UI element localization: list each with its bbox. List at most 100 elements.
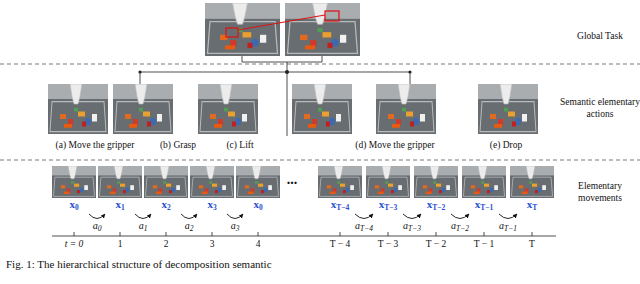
state-frame: x0 [236,166,280,214]
time-label: 3 [210,239,215,250]
time-label: T − 3 [378,239,399,250]
time-label: 1 [118,239,123,250]
timeline [52,232,556,236]
scene-image [48,84,108,134]
scene-image [190,166,234,198]
row-name: Global Task [560,30,640,42]
time-label: 4 [256,239,261,250]
scene-image [462,166,506,198]
action-symbol: aT−2 [451,220,469,234]
scene-image [414,166,458,198]
subscript: 0 [75,203,79,212]
scene-image [236,166,280,198]
scene-image [98,166,142,198]
symbol: a [185,220,190,231]
scene-image [52,166,96,198]
state-label: x0 [52,198,96,214]
state-frame: x0 [52,166,96,214]
scene-image [292,84,352,134]
scene-image [52,166,96,198]
subscript: T−1 [504,224,517,233]
subscript: 2 [190,224,194,233]
scene-image [462,166,506,198]
action-symbol: a1 [139,220,148,234]
action-arrow [227,214,243,219]
scene-image [144,166,188,198]
row-name: Elementary movements [560,180,640,204]
state-frame: xT−2 [414,166,458,214]
time-label: 2 [164,239,169,250]
subscript: T−3 [408,224,421,233]
symbol: a [93,220,98,231]
action-label: ... [287,174,298,185]
time-label: T − 1 [474,239,495,250]
action-arrow [403,214,421,219]
separator [0,160,640,161]
time-label: t = 0 [65,239,84,250]
state-label: xT [510,198,554,214]
symbol: x [115,198,121,210]
state-frame: xT−3 [366,166,410,214]
scene-image [510,166,554,198]
figure-caption: Fig. 1: The hierarchical structure of de… [6,258,272,271]
scene-image [98,166,142,198]
junction-dot [285,70,289,74]
action-arrow [499,214,517,219]
action-label: (c) Lift [226,140,253,151]
state-frame: x1 [98,166,142,214]
subscript: T−4 [336,203,349,212]
subscript: T−2 [432,203,445,212]
action-symbol: aT−3 [403,220,421,234]
state-label: x2 [144,198,188,214]
highlight-box [325,11,339,21]
subscript: 0 [259,203,263,212]
action-label: (b) Grasp [160,140,196,151]
scene-image [376,84,436,134]
symbol: a [231,220,236,231]
symbol: x [207,198,213,210]
symbol: a [403,220,408,231]
time-label: T [529,239,535,250]
action-arrow [451,214,469,219]
scene-image [285,3,360,56]
subscript: T−3 [384,203,397,212]
subscript: T−1 [480,203,493,212]
state-frame: xT−4 [318,166,362,214]
highlight-line [238,15,325,30]
subscript: 3 [213,203,217,212]
action-arrow [355,214,373,219]
scene-image [144,166,188,198]
action-label: (e) Drop [490,140,522,151]
subscript: T [532,203,537,212]
subscript: 1 [121,203,125,212]
time-label: T − 4 [330,239,351,250]
action-symbol: a3 [231,220,240,234]
subscript: 0 [98,224,102,233]
scene-image [478,84,538,134]
scene-image [318,166,362,198]
state-frame: xT−1 [462,166,506,214]
subscript: 3 [236,224,240,233]
bracket [140,56,410,136]
action-arrow [181,214,197,219]
action-symbol: aT−1 [499,220,517,234]
action-arrow [135,214,151,219]
symbol: x [253,198,259,210]
scene-image [414,166,458,198]
action-symbol: aT−4 [355,220,373,234]
state-frame: x3 [190,166,234,214]
action-symbol: a0 [93,220,102,234]
symbol: x [427,198,433,210]
junction-dot [138,70,141,73]
state-label: xT−1 [462,198,506,214]
state-frame: x2 [144,166,188,214]
scene-image [236,166,280,198]
scene-image [366,166,410,198]
state-label: x1 [98,198,142,214]
scene-image [190,166,234,198]
action-label: (a) Move the gripper [56,140,135,151]
symbol: x [69,198,75,210]
subscript: 1 [144,224,148,233]
symbol: x [161,198,167,210]
symbol: a [451,220,456,231]
